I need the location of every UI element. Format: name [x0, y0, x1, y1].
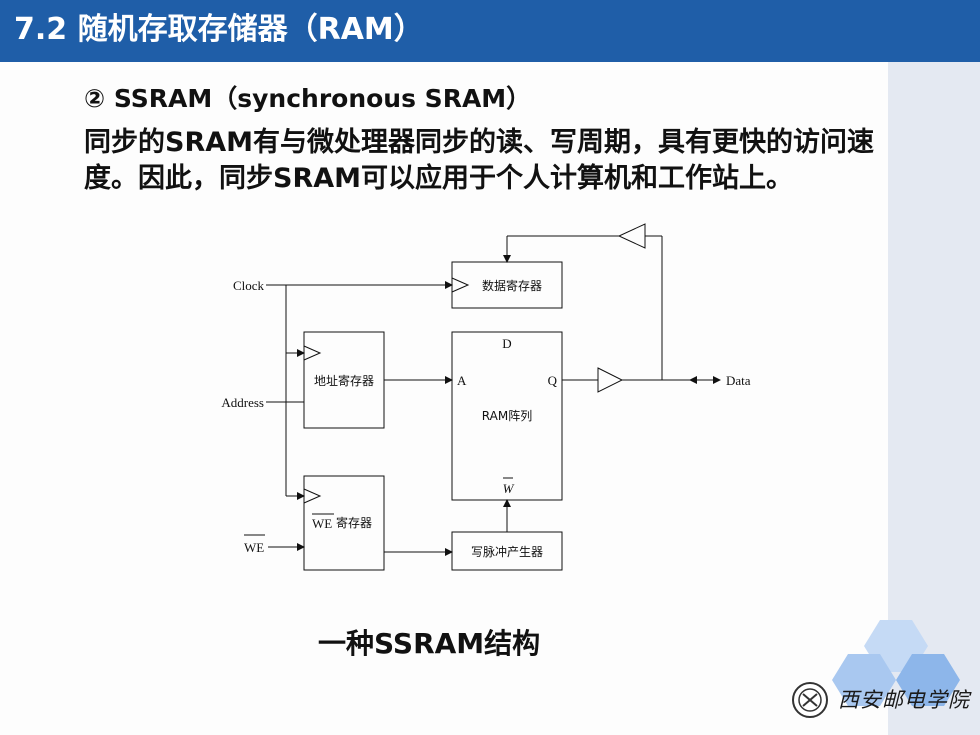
subheading: ② SSRAM（synchronous SRAM）	[84, 84, 532, 113]
body-paragraph: 同步的SRAM有与微处理器同步的读、写周期，具有更快的访问速度。因此，同步SRA…	[84, 127, 874, 194]
input-buffer-icon	[617, 223, 646, 249]
hexagon-decoration	[832, 620, 960, 706]
write-pulse-label: 写脉冲产生器	[471, 544, 543, 559]
output-buffer-icon	[597, 367, 624, 393]
ssram-diagram: Clock Address WE Data 数据寄存器 地址寄存器 WE 寄存器…	[221, 223, 751, 571]
clock-label: Clock	[233, 278, 265, 293]
slide-title: 7.2 随机存取存储器（RAM）	[14, 12, 424, 47]
title-bar: 7.2 随机存取存储器（RAM）	[0, 0, 980, 62]
slide-content	[0, 62, 888, 735]
we-signal-label: WE	[244, 540, 264, 555]
ram-array-label: RAM阵列	[482, 409, 532, 423]
address-register-label: 地址寄存器	[314, 373, 374, 388]
figure-caption: 一种SSRAM结构	[318, 627, 541, 660]
data-label: Data	[726, 373, 751, 388]
school-emblem-icon	[792, 682, 828, 718]
data-register-label: 数据寄存器	[482, 278, 542, 293]
ram-d-pin: D	[502, 336, 511, 351]
we-register-we: WE	[312, 516, 332, 531]
we-register-box	[303, 475, 385, 571]
address-label: Address	[221, 395, 264, 410]
we-register-suffix: 寄存器	[336, 515, 372, 530]
school-name: 西安邮电学院	[838, 688, 970, 712]
ram-q-pin: Q	[548, 373, 558, 388]
ram-a-pin: A	[457, 373, 467, 388]
ram-w-pin: W	[503, 481, 515, 496]
